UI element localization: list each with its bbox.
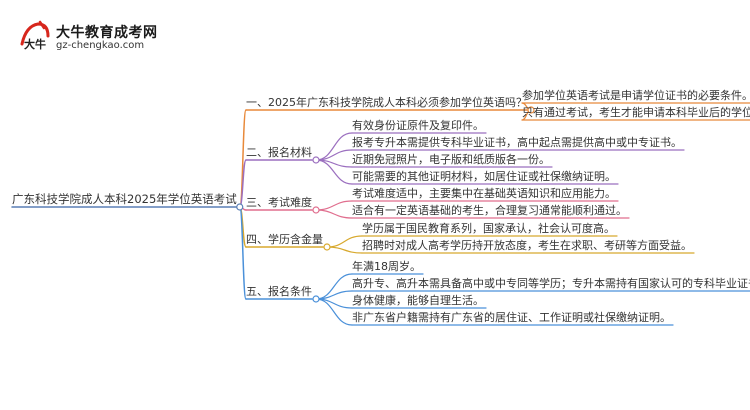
branch-3-leaf-1: 考试难度适中，主要集中在基础英语知识和应用能力。 (352, 187, 616, 200)
branch-5-knob (312, 295, 320, 303)
branch-4-leaf-2-link (326, 246, 363, 254)
branch-4-knob (323, 243, 331, 251)
branch-3-leaf-2-link (315, 209, 353, 219)
logo-title: 大牛教育成考网 (56, 25, 158, 41)
branch-5-leaf-4: 非广东省户籍需持有广东省的居住证、工作证明或社保缴纳证明。 (352, 311, 671, 324)
branch-5-leaf-2: 高升专、高升本需具备高中或中专同等学历；专升本需持有国家认可的专科毕业证书。 (352, 277, 750, 290)
logo-icon: 大牛 (20, 20, 50, 51)
root-node: 广东科技学院成人本科2025年学位英语考试 (12, 192, 237, 206)
branch-2-knob (312, 156, 320, 164)
branch-3: 三、考试难度 (246, 196, 312, 209)
branch-2-leaf-4-link (315, 159, 353, 185)
branch-4: 四、学历含金量 (246, 233, 323, 246)
site-logo[interactable]: 大牛 大牛教育成考网 gz-chengkao.com (18, 18, 158, 54)
branch-3-leaf-2: 适合有一定英语基础的考生，合理复习通常能顺利通过。 (352, 204, 627, 217)
logo-url: gz-chengkao.com (56, 40, 145, 51)
branch-4-leaf-2: 招聘时对成人高考学历持开放态度，考生在求职、考研等方面受益。 (362, 239, 692, 252)
branch-5: 五、报名条件 (246, 285, 312, 298)
branch-2: 二、报名材料 (246, 146, 312, 159)
branch-2-leaf-4: 可能需要的其他证明材料，如居住证或社保缴纳证明。 (352, 170, 616, 183)
branch-5-leaf-4-link (315, 298, 353, 326)
branch-4-leaf-1-link (326, 235, 363, 248)
branch-2-leaf-3: 近期免冠照片，电子版和纸质版各一份。 (352, 153, 550, 166)
root-knob (236, 203, 244, 211)
branch-3-leaf-1-link (315, 200, 353, 211)
branch-5-leaf-1: 年满18周岁。 (352, 260, 421, 273)
logo-mark-text: 大牛 (24, 37, 46, 51)
branch-1: 一、2025年广东科技学院成人本科必须参加学位英语吗？ (246, 96, 527, 109)
branch-2-leaf-2: 报考专升本需提供专科毕业证书，高中起点需提供高中或中专证书。 (352, 136, 682, 149)
branch-3-knob (312, 206, 320, 214)
branch-2-leaf-1-link (315, 132, 353, 161)
branch-4-leaf-1: 学历属于国民教育系列，国家承认，社会认可度高。 (362, 222, 615, 235)
branch-1-leaf-2: 只有通过考试，考生才能申请本科毕业后的学位证。 (522, 106, 750, 119)
branch-1-knob (527, 106, 535, 114)
branch-5-leaf-3: 身体健康，能够自理生活。 (352, 294, 484, 307)
branch-2-leaf-1: 有效身份证原件及复印件。 (352, 119, 484, 132)
branch-1-leaf-1: 参加学位英语考试是申请学位证书的必要条件。 (522, 89, 750, 102)
